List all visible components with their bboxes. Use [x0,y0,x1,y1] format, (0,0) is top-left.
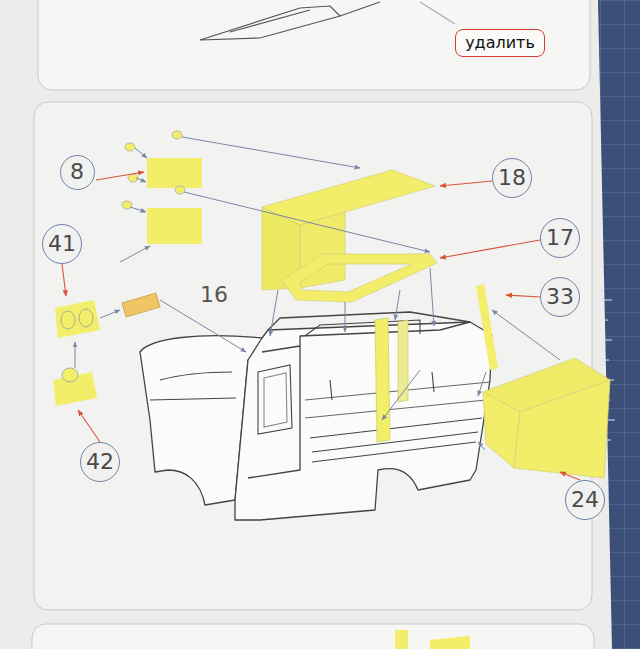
upper-drawing-fragment [200,2,455,40]
callout-number: 24 [565,480,605,520]
remove-tag: удалить [455,29,545,57]
pegs [122,131,185,209]
assembly-arrows [75,137,560,450]
callout-text: 33 [546,286,574,308]
callout-leaders [62,172,580,480]
main-panel [34,102,592,610]
part-42 [53,368,97,406]
top-panel [38,0,590,90]
cab-details [150,320,490,462]
cab-yellow-strips [375,318,408,442]
callout-number: 18 [492,158,532,198]
callout-number: 42 [80,442,120,482]
callout-number: 8 [60,155,95,190]
callout-number: 41 [42,224,82,264]
part-16 [147,158,202,244]
part-17 [282,254,437,302]
remove-text: удалить [465,35,535,51]
part-number: 16 [200,284,228,306]
callout-text: 41 [48,233,76,255]
callout-text: 24 [571,489,599,511]
callout-text: 17 [546,227,574,249]
part-33 [476,284,498,370]
callout-text: 8 [70,161,84,183]
callout-number: 33 [540,277,580,317]
truck-cab [140,312,492,520]
yellow-part [395,630,408,649]
part-41 [55,293,160,338]
callout-text: 18 [498,167,526,189]
part-24 [483,358,610,478]
callout-text: 42 [86,451,114,473]
callout-number: 17 [540,218,580,258]
yellow-part [430,636,470,649]
paper-sheet [0,0,612,649]
bottom-panel [32,624,594,649]
